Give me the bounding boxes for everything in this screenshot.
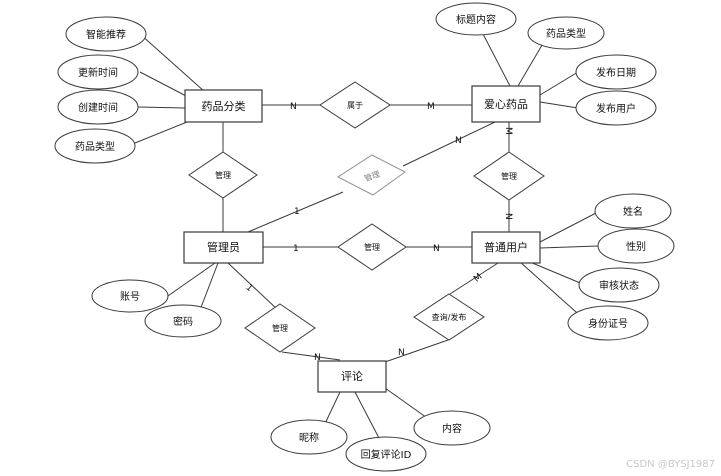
attr-smart-recommend: 智能推荐 bbox=[65, 16, 147, 52]
relation-manage-comment: 管理 bbox=[244, 303, 316, 353]
svg-text:M: M bbox=[472, 272, 484, 285]
svg-text:评论: 评论 bbox=[341, 369, 363, 383]
svg-text:M: M bbox=[503, 127, 513, 135]
svg-text:密码: 密码 bbox=[173, 315, 193, 328]
svg-text:1: 1 bbox=[293, 244, 299, 254]
attr-id-number: 身份证号 bbox=[567, 305, 649, 341]
svg-text:更新时间: 更新时间 bbox=[78, 66, 118, 79]
relation-admin-user: 管理 bbox=[337, 223, 407, 271]
attr-create-time: 创建时间 bbox=[57, 89, 139, 125]
svg-text:管理: 管理 bbox=[215, 170, 231, 180]
attr-category-drug-type: 药品类型 bbox=[54, 128, 136, 164]
svg-text:审核状态: 审核状态 bbox=[599, 279, 639, 292]
entity-admin: 管理员 bbox=[183, 231, 264, 264]
attr-drug-type: 药品类型 bbox=[527, 16, 605, 50]
attr-account: 账号 bbox=[91, 279, 169, 313]
attr-reply-comment-id: 回复评论ID bbox=[345, 436, 427, 472]
svg-text:药品分类: 药品分类 bbox=[202, 99, 246, 113]
svg-text:N: N bbox=[314, 353, 321, 363]
svg-text:身份证号: 身份证号 bbox=[588, 317, 628, 330]
entity-drug-category: 药品分类 bbox=[184, 89, 263, 123]
svg-text:管理: 管理 bbox=[364, 242, 380, 252]
relation-manage-faded: 管理 bbox=[337, 154, 406, 196]
svg-text:药品类型: 药品类型 bbox=[75, 140, 115, 153]
relation-view-publish: 查询/发布 bbox=[413, 293, 485, 341]
attr-update-time: 更新时间 bbox=[57, 54, 139, 90]
svg-text:智能推荐: 智能推荐 bbox=[86, 28, 126, 41]
svg-text:内容: 内容 bbox=[442, 422, 462, 435]
svg-text:1: 1 bbox=[294, 207, 300, 217]
svg-text:发布日期: 发布日期 bbox=[596, 66, 636, 79]
attr-review-status: 审核状态 bbox=[578, 267, 660, 303]
entity-comment: 评论 bbox=[317, 360, 387, 393]
cardinality-labels: N M 1 N M N 1 N 1 N N M bbox=[244, 102, 513, 363]
svg-text:姓名: 姓名 bbox=[623, 205, 643, 218]
svg-text:M: M bbox=[427, 102, 435, 112]
attr-publish-date: 发布日期 bbox=[575, 54, 657, 90]
svg-text:N: N bbox=[455, 136, 462, 146]
svg-text:标题内容: 标题内容 bbox=[456, 13, 496, 26]
svg-text:管理员: 管理员 bbox=[207, 240, 240, 254]
attr-publish-user: 发布用户 bbox=[575, 90, 657, 126]
svg-text:发布用户: 发布用户 bbox=[596, 102, 636, 115]
svg-text:性别: 性别 bbox=[626, 240, 646, 253]
svg-text:N: N bbox=[398, 348, 405, 358]
svg-text:创建时间: 创建时间 bbox=[78, 101, 118, 114]
svg-text:账号: 账号 bbox=[120, 291, 140, 303]
svg-text:管理: 管理 bbox=[501, 171, 517, 181]
connector-lines bbox=[129, 31, 599, 441]
attr-name: 姓名 bbox=[594, 193, 672, 229]
attr-title-content: 标题内容 bbox=[435, 2, 517, 36]
relation-manage-category: 管理 bbox=[188, 151, 258, 199]
attr-gender: 性别 bbox=[597, 228, 675, 264]
svg-text:属于: 属于 bbox=[347, 101, 363, 110]
entity-charity-drug: 爱心药品 bbox=[471, 85, 541, 123]
attr-content: 内容 bbox=[413, 410, 491, 446]
svg-text:药品类型: 药品类型 bbox=[546, 27, 586, 40]
svg-text:1: 1 bbox=[244, 283, 255, 294]
svg-text:N: N bbox=[290, 102, 297, 112]
relation-drug-user: 管理 bbox=[473, 151, 545, 201]
svg-text:普通用户: 普通用户 bbox=[484, 240, 528, 254]
svg-text:爱心药品: 爱心药品 bbox=[484, 98, 528, 111]
svg-text:昵称: 昵称 bbox=[299, 431, 319, 444]
attr-password: 密码 bbox=[144, 304, 222, 338]
svg-text:N: N bbox=[433, 244, 440, 254]
svg-text:查询/发布: 查询/发布 bbox=[432, 312, 467, 322]
entity-user: 普通用户 bbox=[471, 231, 541, 264]
svg-text:N: N bbox=[503, 213, 513, 220]
svg-text:管理: 管理 bbox=[272, 323, 288, 333]
watermark: CSDN @BYSJ1987 bbox=[626, 459, 715, 470]
svg-text:回复评论ID: 回复评论ID bbox=[361, 448, 412, 461]
attr-nickname: 昵称 bbox=[270, 419, 348, 455]
relation-belongs-to: 属于 bbox=[319, 81, 391, 129]
